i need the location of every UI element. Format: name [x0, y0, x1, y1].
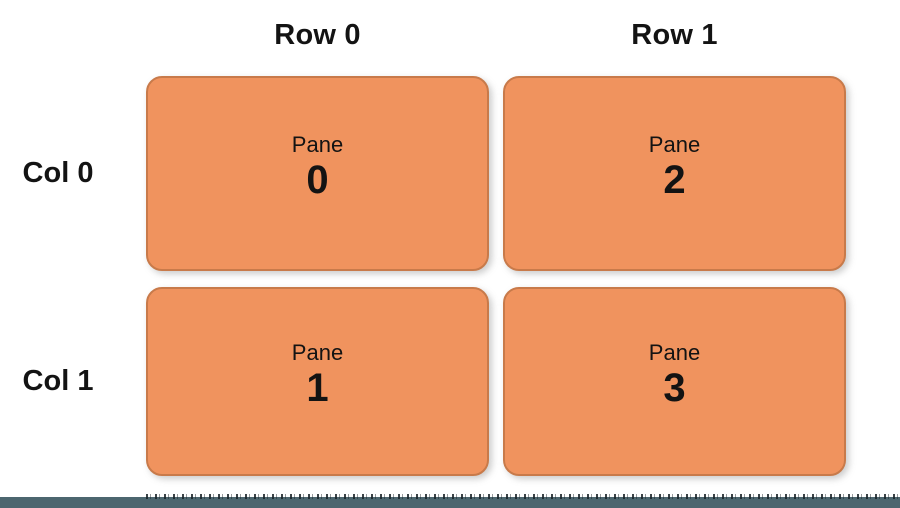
- pane-number: 3: [663, 366, 686, 411]
- row-label-col1: Col 1: [22, 365, 94, 397]
- footer-status-bar: [0, 494, 900, 508]
- pane-number: 1: [306, 366, 329, 411]
- pane-number: 0: [306, 158, 329, 203]
- pane-title: Pane: [648, 131, 701, 157]
- pane-1[interactable]: Pane 1: [146, 287, 489, 476]
- pane-number: 2: [663, 158, 686, 203]
- pane-2[interactable]: Pane 2: [503, 76, 846, 271]
- row-label-col0: Col 0: [22, 157, 94, 189]
- grid-corner-spacer: [0, 0, 132, 60]
- pane-3[interactable]: Pane 3: [503, 287, 846, 476]
- column-header-row0: Row 0: [274, 19, 361, 51]
- layout-grid: Row 0 Row 1 Col 0 Pane 0 Pane 2 Col 1 Pa…: [0, 0, 846, 476]
- pane-0[interactable]: Pane 0: [146, 76, 489, 271]
- pane-title: Pane: [291, 131, 344, 157]
- pane-title: Pane: [648, 339, 701, 365]
- column-header-row1: Row 1: [631, 19, 718, 51]
- pane-title: Pane: [291, 339, 344, 365]
